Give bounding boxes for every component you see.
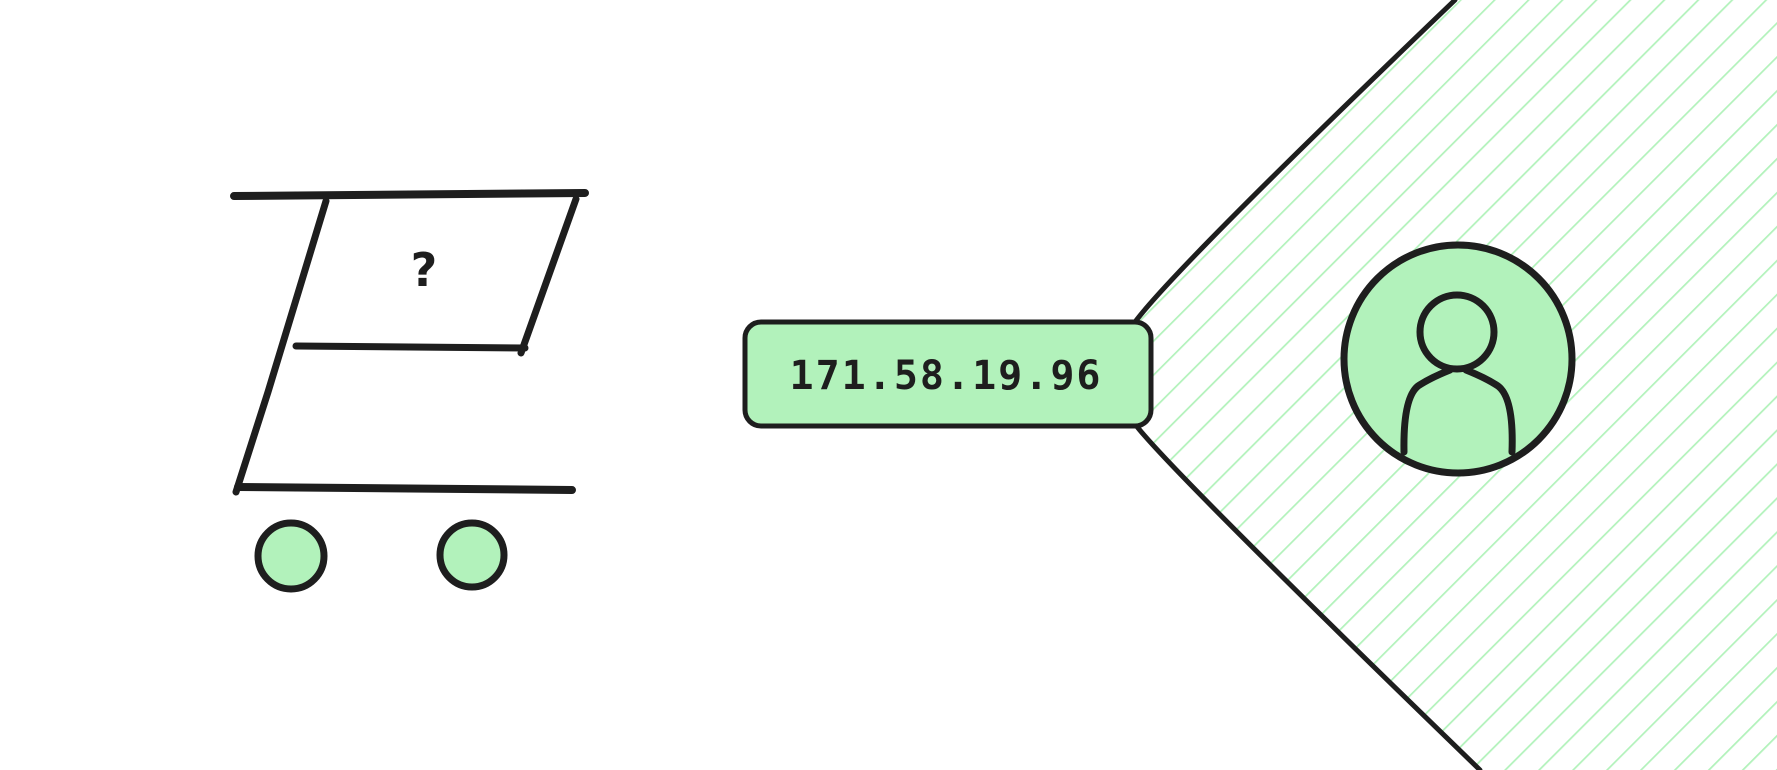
- shopping-cart-icon: ?: [230, 189, 589, 593]
- ip-address-text: 171.58.19.96: [790, 353, 1103, 399]
- user-icon: [1400, 291, 1516, 456]
- unknown-item-question-mark: ?: [411, 243, 438, 297]
- ip-address-tag: 171.58.19.96: [742, 319, 1154, 429]
- cart-wheel-right: [436, 519, 508, 591]
- user-avatar: [1340, 241, 1576, 477]
- cart-wheel-left: [254, 519, 328, 593]
